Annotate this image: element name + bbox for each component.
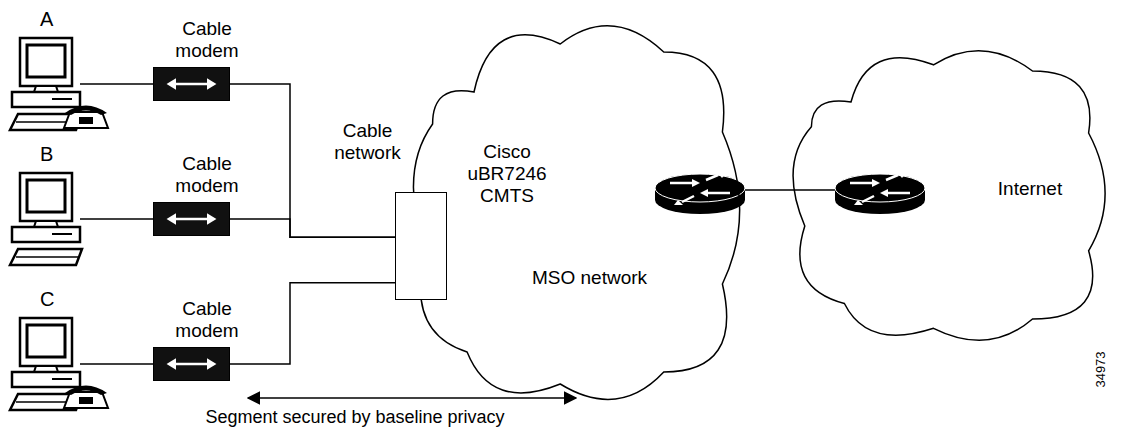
modem-arrow bbox=[154, 68, 229, 100]
router-symbol bbox=[835, 172, 925, 214]
callout-letter: C bbox=[40, 288, 54, 311]
segment-arrow bbox=[248, 397, 576, 399]
note-label: Segment secured by baseline privacy bbox=[140, 407, 570, 428]
device-label: Cable modem bbox=[162, 298, 252, 342]
pc-cable bbox=[80, 218, 153, 220]
pc-cable bbox=[80, 83, 153, 85]
cable-line bbox=[230, 283, 395, 364]
device-label: Cable modem bbox=[162, 153, 252, 197]
cmts-box: Cisco uBR7246 CMTS bbox=[395, 192, 447, 300]
cable-modem: Cable modem bbox=[153, 202, 230, 236]
telephone bbox=[64, 386, 108, 409]
device-label: Cable modem bbox=[162, 18, 252, 62]
router-symbol bbox=[655, 172, 745, 214]
modem-arrow bbox=[154, 203, 229, 235]
cloud-outline bbox=[405, 12, 750, 412]
cable-line bbox=[230, 219, 395, 237]
callout-letter: B bbox=[40, 143, 53, 166]
network-label: Cisco uBR7246 CMTS bbox=[463, 141, 551, 207]
cloud-outline bbox=[785, 40, 1115, 350]
cable-modem: Cable modem bbox=[153, 67, 230, 101]
modem-arrow bbox=[154, 348, 229, 380]
telephone bbox=[64, 106, 108, 129]
network-label: Internet bbox=[975, 178, 1085, 200]
network-cloud: MSO network Cisco uBR7246 CMTS bbox=[405, 12, 750, 412]
computer bbox=[10, 173, 82, 265]
cable-modem: Cable modem bbox=[153, 347, 230, 381]
network-cloud: Internet bbox=[785, 40, 1115, 350]
figure-number: 34973 bbox=[1093, 351, 1108, 387]
callout-letter: A bbox=[40, 8, 53, 31]
pc-cable bbox=[80, 363, 153, 365]
network-label: MSO network bbox=[532, 267, 647, 289]
router-link bbox=[745, 189, 835, 191]
note-label: Cable network bbox=[330, 120, 405, 164]
